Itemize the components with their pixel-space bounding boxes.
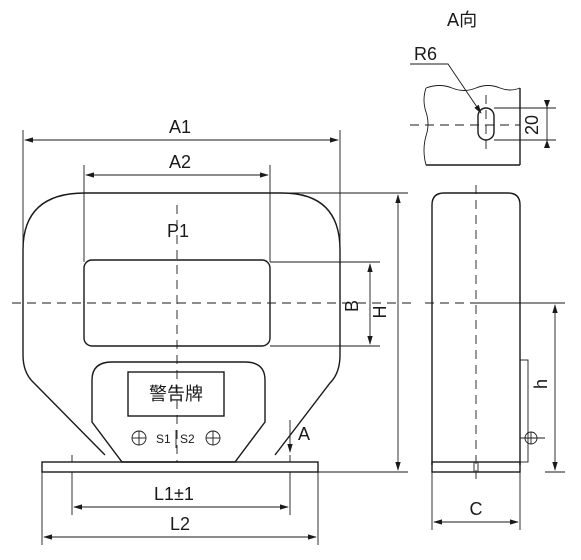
l2-label: L2: [170, 514, 190, 534]
terminal-s1-symbol: [131, 430, 147, 446]
detail-title: A向: [447, 10, 477, 31]
terminal-s2-symbol: [205, 430, 221, 446]
h-upper-label: H: [370, 306, 390, 319]
slot-arrow-bottom: [544, 140, 550, 148]
warning-plate: [127, 371, 225, 417]
terminal-s2-label: S2: [180, 432, 195, 446]
view-a-label: A: [298, 424, 310, 444]
front-base-plate: [41, 461, 319, 473]
front-view: 警告牌 S1 S2 A1 A2 P1: [12, 117, 415, 545]
detail-plate-outline: [426, 88, 521, 166]
slot-height-label: 20: [522, 115, 542, 135]
side-terminal-box: [519, 359, 529, 463]
terminal-s1-label: S1: [156, 432, 171, 446]
l1-label: L1±1: [154, 484, 194, 504]
b-label: B: [342, 300, 362, 312]
detail-view: A向 R6 20: [410, 10, 556, 166]
side-terminal-screw: [520, 431, 545, 445]
warning-plate-text: 警告牌: [149, 384, 203, 405]
h-lower-label: h: [531, 379, 551, 389]
r6-leader: [410, 63, 482, 114]
a2-label: A2: [169, 152, 191, 172]
p1-label: P1: [167, 221, 189, 241]
slot-arrow-top: [544, 100, 550, 108]
side-view: h C: [425, 185, 565, 530]
front-body-outline: [22, 192, 341, 456]
a1-label: A1: [169, 117, 191, 137]
c-label: C: [470, 499, 483, 519]
detail-break-line-top: [425, 85, 521, 91]
front-neck: [91, 361, 266, 463]
r6-label: R6: [414, 44, 437, 64]
detail-break-line-left: [423, 87, 429, 166]
